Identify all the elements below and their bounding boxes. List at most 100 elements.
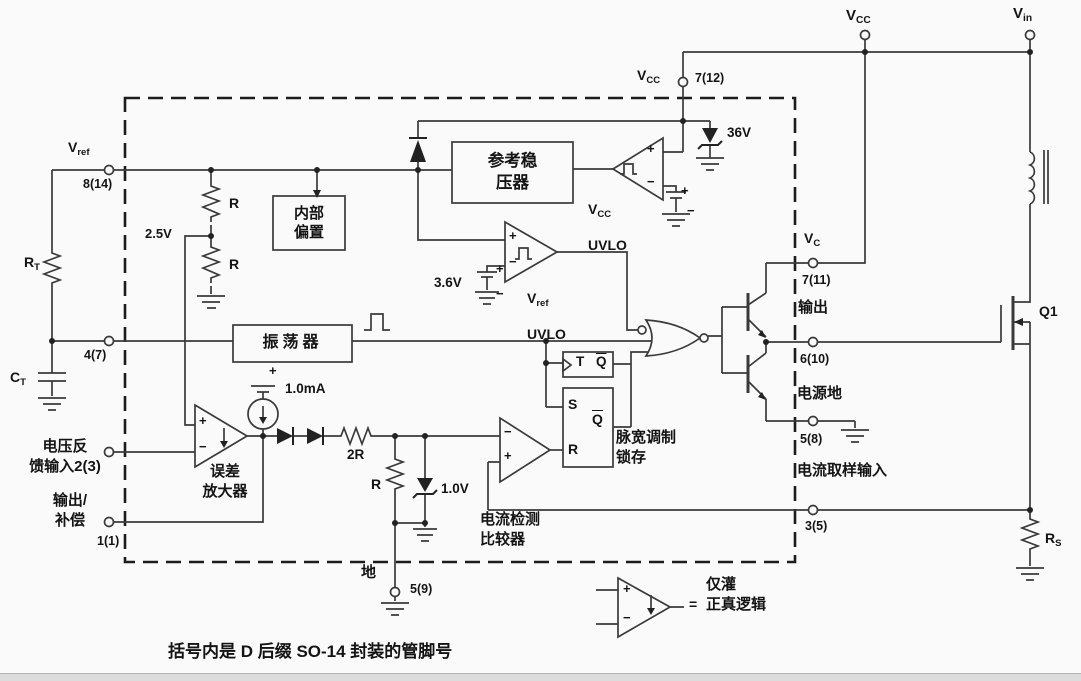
rs-label: RS <box>1045 530 1062 549</box>
batteryvcc-minus-sign: − <box>687 203 695 218</box>
resistor-divider-upper <box>200 183 222 222</box>
batteryvcc-plus-sign: + <box>681 183 689 198</box>
vc-pin-label: VC <box>804 230 821 249</box>
pwm-latch-box <box>562 387 614 468</box>
gnd-pin-label: 地 <box>361 564 377 581</box>
zener-1v <box>412 478 438 499</box>
oscillator-label: 振荡器 <box>262 334 323 352</box>
pin-output <box>807 336 819 348</box>
ground-symbols <box>38 157 1044 616</box>
vin-terminal-label: Vin <box>1013 5 1033 24</box>
divider-r-bottom-label: R <box>229 256 240 272</box>
pin-gnd <box>389 586 401 598</box>
terminal-vin <box>1024 29 1036 41</box>
v36-label: 3.6V <box>434 275 462 290</box>
diode-vref-rail <box>409 137 427 162</box>
vfb-pin-label: 电压反 馈输入2(3) <box>29 438 101 475</box>
block-boxes <box>232 141 614 468</box>
series-diode-2 <box>307 427 324 445</box>
divider-r-top-label: R <box>229 195 240 211</box>
comp-pin-label: 输出/ 补偿 <box>52 492 88 529</box>
legend-comparator <box>617 576 672 639</box>
legend-plus-sign: + <box>623 581 631 596</box>
current-source-label: 1.0mA <box>285 381 326 396</box>
caption: 括号内是 D 后缀 SO-14 封装的管脚号 <box>168 642 453 661</box>
current-sense-comparator <box>499 416 552 484</box>
legend-minus-sign: − <box>623 610 631 625</box>
vcc-pin-label: VCC <box>637 67 661 86</box>
r2r-label: 2R <box>347 447 365 462</box>
pin-isense <box>807 504 819 516</box>
terminal-vcc <box>859 29 871 41</box>
erramp-plus-sign: + <box>199 413 207 428</box>
output-pin-label: 输出 <box>798 299 829 316</box>
ic-dashed-border <box>123 96 797 564</box>
vrefuvlo-minus-sign: − <box>509 254 517 269</box>
isrc-plus-sign: + <box>269 363 277 378</box>
vcc-uvlo-comparator <box>611 136 664 202</box>
cscomp-minus-sign: − <box>504 424 512 439</box>
pin-vfb <box>103 446 115 458</box>
cs-comparator-label: 电流检测 比较器 <box>480 511 541 548</box>
latch-s-label: S <box>568 396 578 412</box>
battery36-minus-sign: − <box>496 286 504 301</box>
cscomp-plus-sign: + <box>504 448 512 463</box>
zener-36v <box>697 128 723 150</box>
pin-vc <box>807 257 819 269</box>
pin-vcc <box>677 76 689 88</box>
clock-triangle <box>562 357 573 373</box>
vref-uvlo-comparator <box>504 220 559 284</box>
comp-pin-number: 1(1) <box>97 534 120 548</box>
q1-label: Q1 <box>1039 303 1058 319</box>
vc-pin-number: 7(11) <box>802 273 831 287</box>
isense-pin-label: 电流取样输入 <box>797 462 888 479</box>
vccuvlo-minus-sign: − <box>647 174 655 189</box>
gnd-pin-number: 5(9) <box>410 582 433 596</box>
v25-label: 2.5V <box>145 226 172 241</box>
vccuvlo-plus-sign: + <box>647 141 655 156</box>
erramp-minus-sign: − <box>199 439 207 454</box>
rtct-pin-number: 4(7) <box>84 348 107 362</box>
rt-label: RT <box>24 254 40 273</box>
mosfet-body-arrow <box>1014 318 1023 326</box>
vref-pin-label: Vref <box>68 139 90 158</box>
error-amplifier <box>194 403 249 469</box>
resistor-2r <box>338 425 376 447</box>
tff-q-label: Q <box>596 354 607 369</box>
npn-bottom-emitter-arrow <box>758 392 766 400</box>
legend-equals: = <box>689 596 698 612</box>
bias-arrow <box>313 190 321 198</box>
pin-pgnd <box>807 415 819 427</box>
bottom-band <box>0 673 1081 681</box>
mosfet-q1 <box>1011 296 1023 350</box>
output-pin-number: 6(10) <box>800 352 830 366</box>
vref-pin-number: 8(14) <box>83 177 113 191</box>
resistor-rt <box>41 250 63 290</box>
internal-bias-box <box>272 195 346 251</box>
tff-t-label: T <box>576 354 585 369</box>
junction-dots <box>49 49 1033 526</box>
error-amp-label: 误差 放大器 <box>202 463 248 500</box>
pgnd-pin-label: 电源地 <box>797 385 843 402</box>
zener-36v-label: 36V <box>727 125 752 140</box>
pin-rtct <box>103 335 115 347</box>
latch-qbar-label: Q <box>592 411 603 427</box>
series-diode-1 <box>277 427 294 445</box>
transformer-inductor <box>1027 150 1049 205</box>
pin-comp <box>103 516 115 528</box>
vrefuvlo-plus-sign: + <box>509 228 517 243</box>
pin-terminals <box>103 29 1036 598</box>
pwm-latch-label: 脉宽调制 锁存 <box>616 429 677 466</box>
reference-regulator-box <box>451 141 574 204</box>
internal-bias-label: 内部 偏置 <box>293 204 324 242</box>
gate-input-bubble <box>637 325 647 335</box>
vcc-uvlo-label: VCC UVLO <box>588 201 627 254</box>
gate-output-bubble <box>699 333 709 343</box>
resistor-rs <box>1019 516 1041 556</box>
oscillator-box <box>232 324 353 363</box>
latch-r-label: R <box>568 441 579 457</box>
reference-regulator-label: 参考稳 压器 <box>487 152 538 192</box>
output-transistors <box>746 293 766 400</box>
